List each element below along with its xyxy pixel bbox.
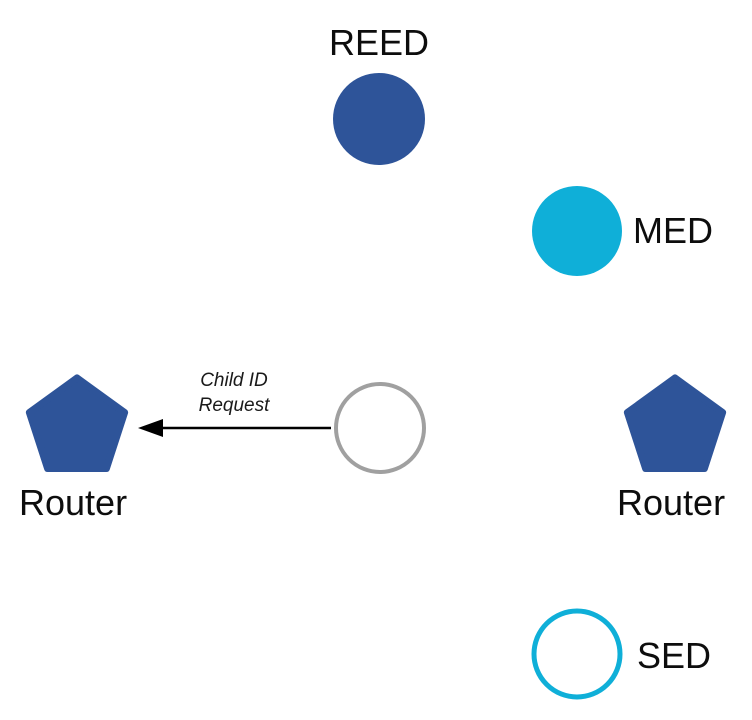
node-sed[interactable]: SED xyxy=(531,608,711,700)
joiner-circle-outline-shape[interactable] xyxy=(334,382,426,474)
node-label-med: MED xyxy=(633,210,713,251)
node-router-right[interactable]: Router xyxy=(617,374,727,523)
node-reed[interactable]: REED xyxy=(329,22,429,165)
router-left-pentagon-shape[interactable] xyxy=(25,374,129,472)
node-med[interactable]: MED xyxy=(532,186,713,276)
node-label-router-right: Router xyxy=(617,482,725,523)
reed-circle-shape[interactable] xyxy=(333,73,425,165)
edge-arrowhead-icon xyxy=(138,419,163,437)
node-router-left[interactable]: Router xyxy=(19,374,129,523)
node-label-router-left: Router xyxy=(19,482,127,523)
edge-label-line2: Request xyxy=(199,395,270,416)
node-joiner-center[interactable] xyxy=(334,382,426,474)
node-label-reed: REED xyxy=(329,22,429,63)
node-label-sed: SED xyxy=(637,635,711,676)
med-circle-shape[interactable] xyxy=(532,186,622,276)
sed-circle-outline-shape[interactable] xyxy=(531,608,623,700)
router-right-pentagon-shape[interactable] xyxy=(623,374,727,472)
edge-child-id-request: Child ID Request xyxy=(138,370,331,437)
edge-label-line1: Child ID xyxy=(200,370,268,391)
